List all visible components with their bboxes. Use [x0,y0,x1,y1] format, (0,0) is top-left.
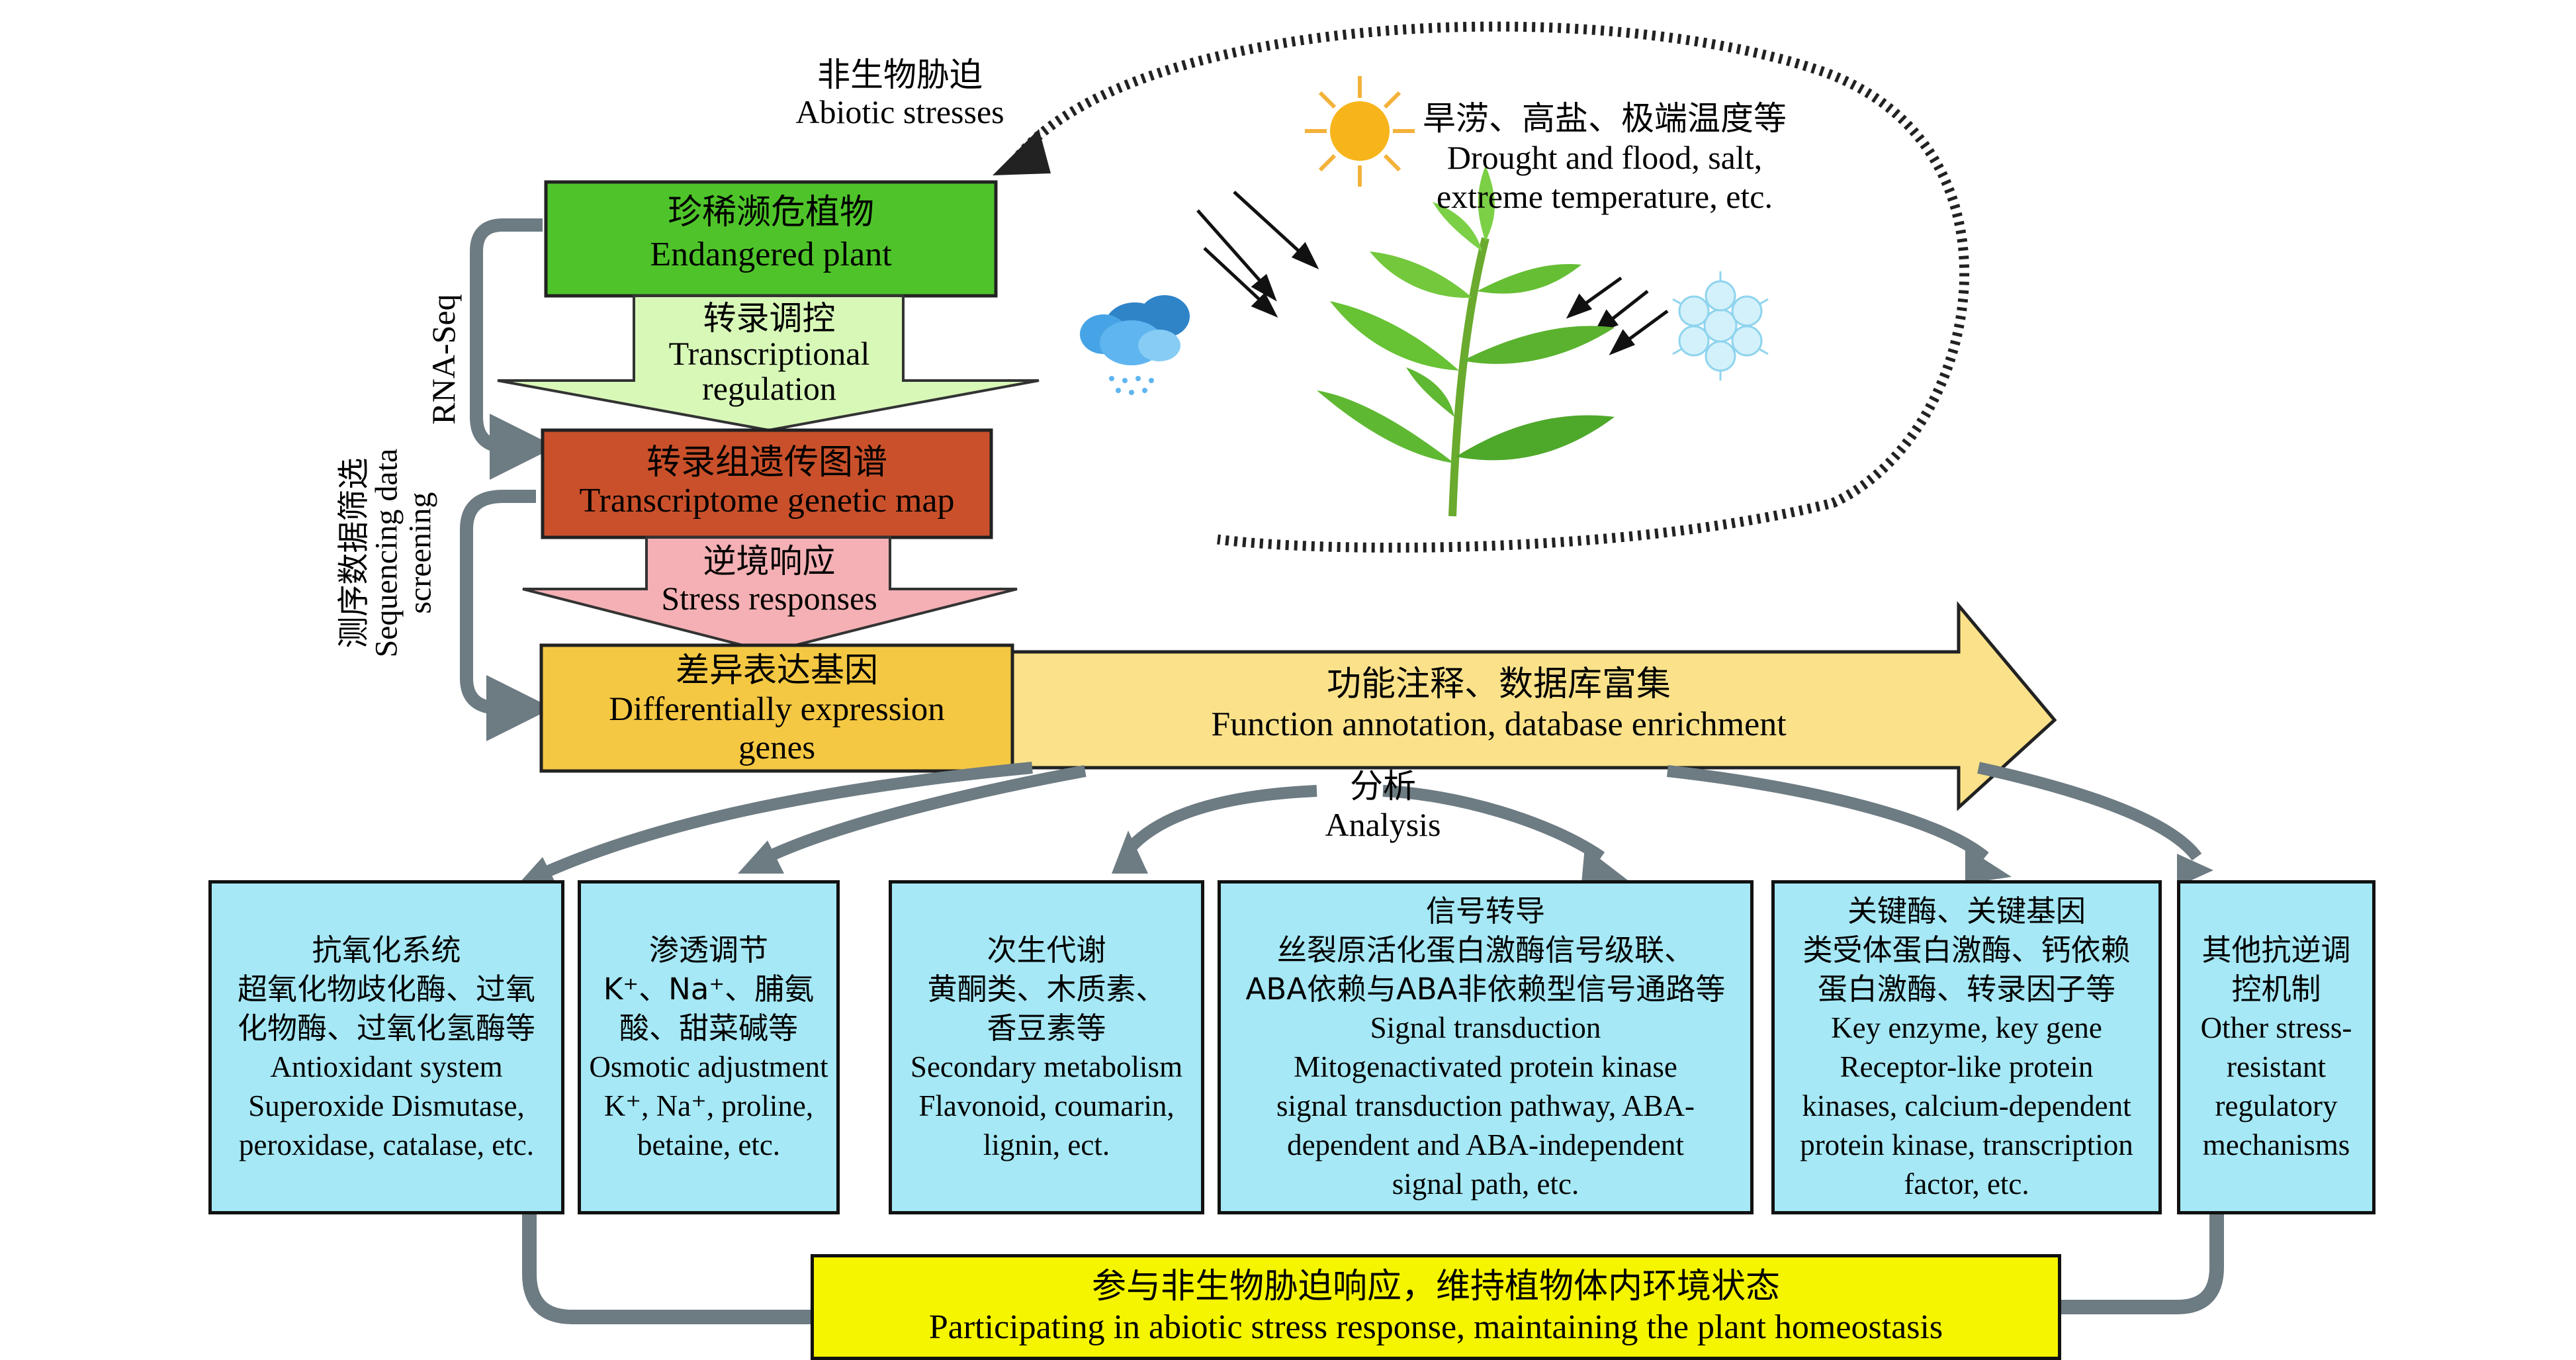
endangered-plant-box [544,180,998,298]
abiotic-stresses-cn: 非生物胁迫 [817,56,983,94]
transcriptome-map-text: 转录组遗传图谱 Transcriptome genetic map [579,443,955,520]
endangered-plant-text: 珍稀濒危植物 Endangered plant [650,193,892,274]
screening-label: 测序数据筛选 Sequencing data screening [335,408,438,699]
category-signal-transduction: 信号转导 丝裂原活化蛋白激酶信号级联、 ABA依赖与ABA非依赖型信号通路等 S… [1218,880,1754,1214]
category-osmotic: 渗透调节 K⁺、Na⁺、脯氨 酸、甜菜碱等 Osmotic adjustment… [578,880,840,1214]
analysis-arrows [540,762,2202,880]
category-secondary-metabolism: 次生代谢 黄酮类、木质素、 香豆素等 Secondary metabolism … [889,880,1204,1214]
category-antioxidant: 抗氧化系统 超氧化物歧化酶、过氧 化物酶、过氧化氢酶等 Antioxidant … [208,880,564,1214]
transcriptional-regulation-text: 转录调控 Transcriptional regulation [668,299,870,407]
homeostasis-box: 参与非生物胁迫响应，维持植物体内环境状态 Participating in ab… [811,1254,2061,1360]
stress-types-label: 旱涝、高盐、极端温度等 Drought and flood, salt, ext… [1390,99,1820,216]
category-other-mechanisms: 其他抗逆调 控机制 Other stress- resistant regula… [2177,880,2376,1214]
category-key-enzyme: 关键酶、关键基因 类受体蛋白激酶、钙依赖 蛋白激酶、转录因子等 Key enzy… [1771,880,2162,1214]
snowflake-icon [1672,271,1769,381]
abiotic-cycle-arrowhead [993,129,1051,175]
stress-types-cn: 旱涝、高盐、极端温度等 [1423,99,1787,138]
rnaseq-connector [470,218,556,480]
deg-box [539,643,1014,773]
sun-icon [1305,76,1415,187]
abiotic-cycle-dotted-arc [1015,21,1970,553]
screening-connector [460,490,553,741]
bottom-connector-right [2061,1214,2224,1314]
transcriptional-regulation-arrow [497,295,1040,432]
abiotic-stresses-en: Abiotic stresses [795,93,1004,130]
screening-en-line1: Sequencing data [369,448,404,658]
cloud-rain-icon [1080,295,1190,395]
homeostasis-cn: 参与非生物胁迫响应，维持植物体内环境状态 [1091,1266,1780,1306]
stress-responses-text: 逆境响应 Stress responses [661,542,877,617]
analysis-label: 分析 Analysis [1325,767,1441,843]
function-annotation-text: 功能注释、数据库富集 Function annotation, database… [1211,664,1787,743]
deg-text: 差异表达基因 Differentially expression genes [609,651,945,767]
stress-responses-arrow [522,536,1018,654]
screening-en-line2: screening [402,492,438,614]
homeostasis-en: Participating in abiotic stress response… [928,1308,1943,1346]
abiotic-stresses-label: 非生物胁迫 Abiotic stresses [768,56,1032,130]
screening-cn: 测序数据筛选 [335,457,373,649]
bottom-connector-left [522,1214,811,1324]
plant-icon [1317,165,1615,517]
function-annotation-arrow [1010,601,2057,811]
transcriptome-map-box [541,428,993,539]
stress-types-en-line1: Drought and flood, salt, [1446,139,1763,176]
stress-types-en-line2: extreme temperature, etc. [1436,178,1773,215]
